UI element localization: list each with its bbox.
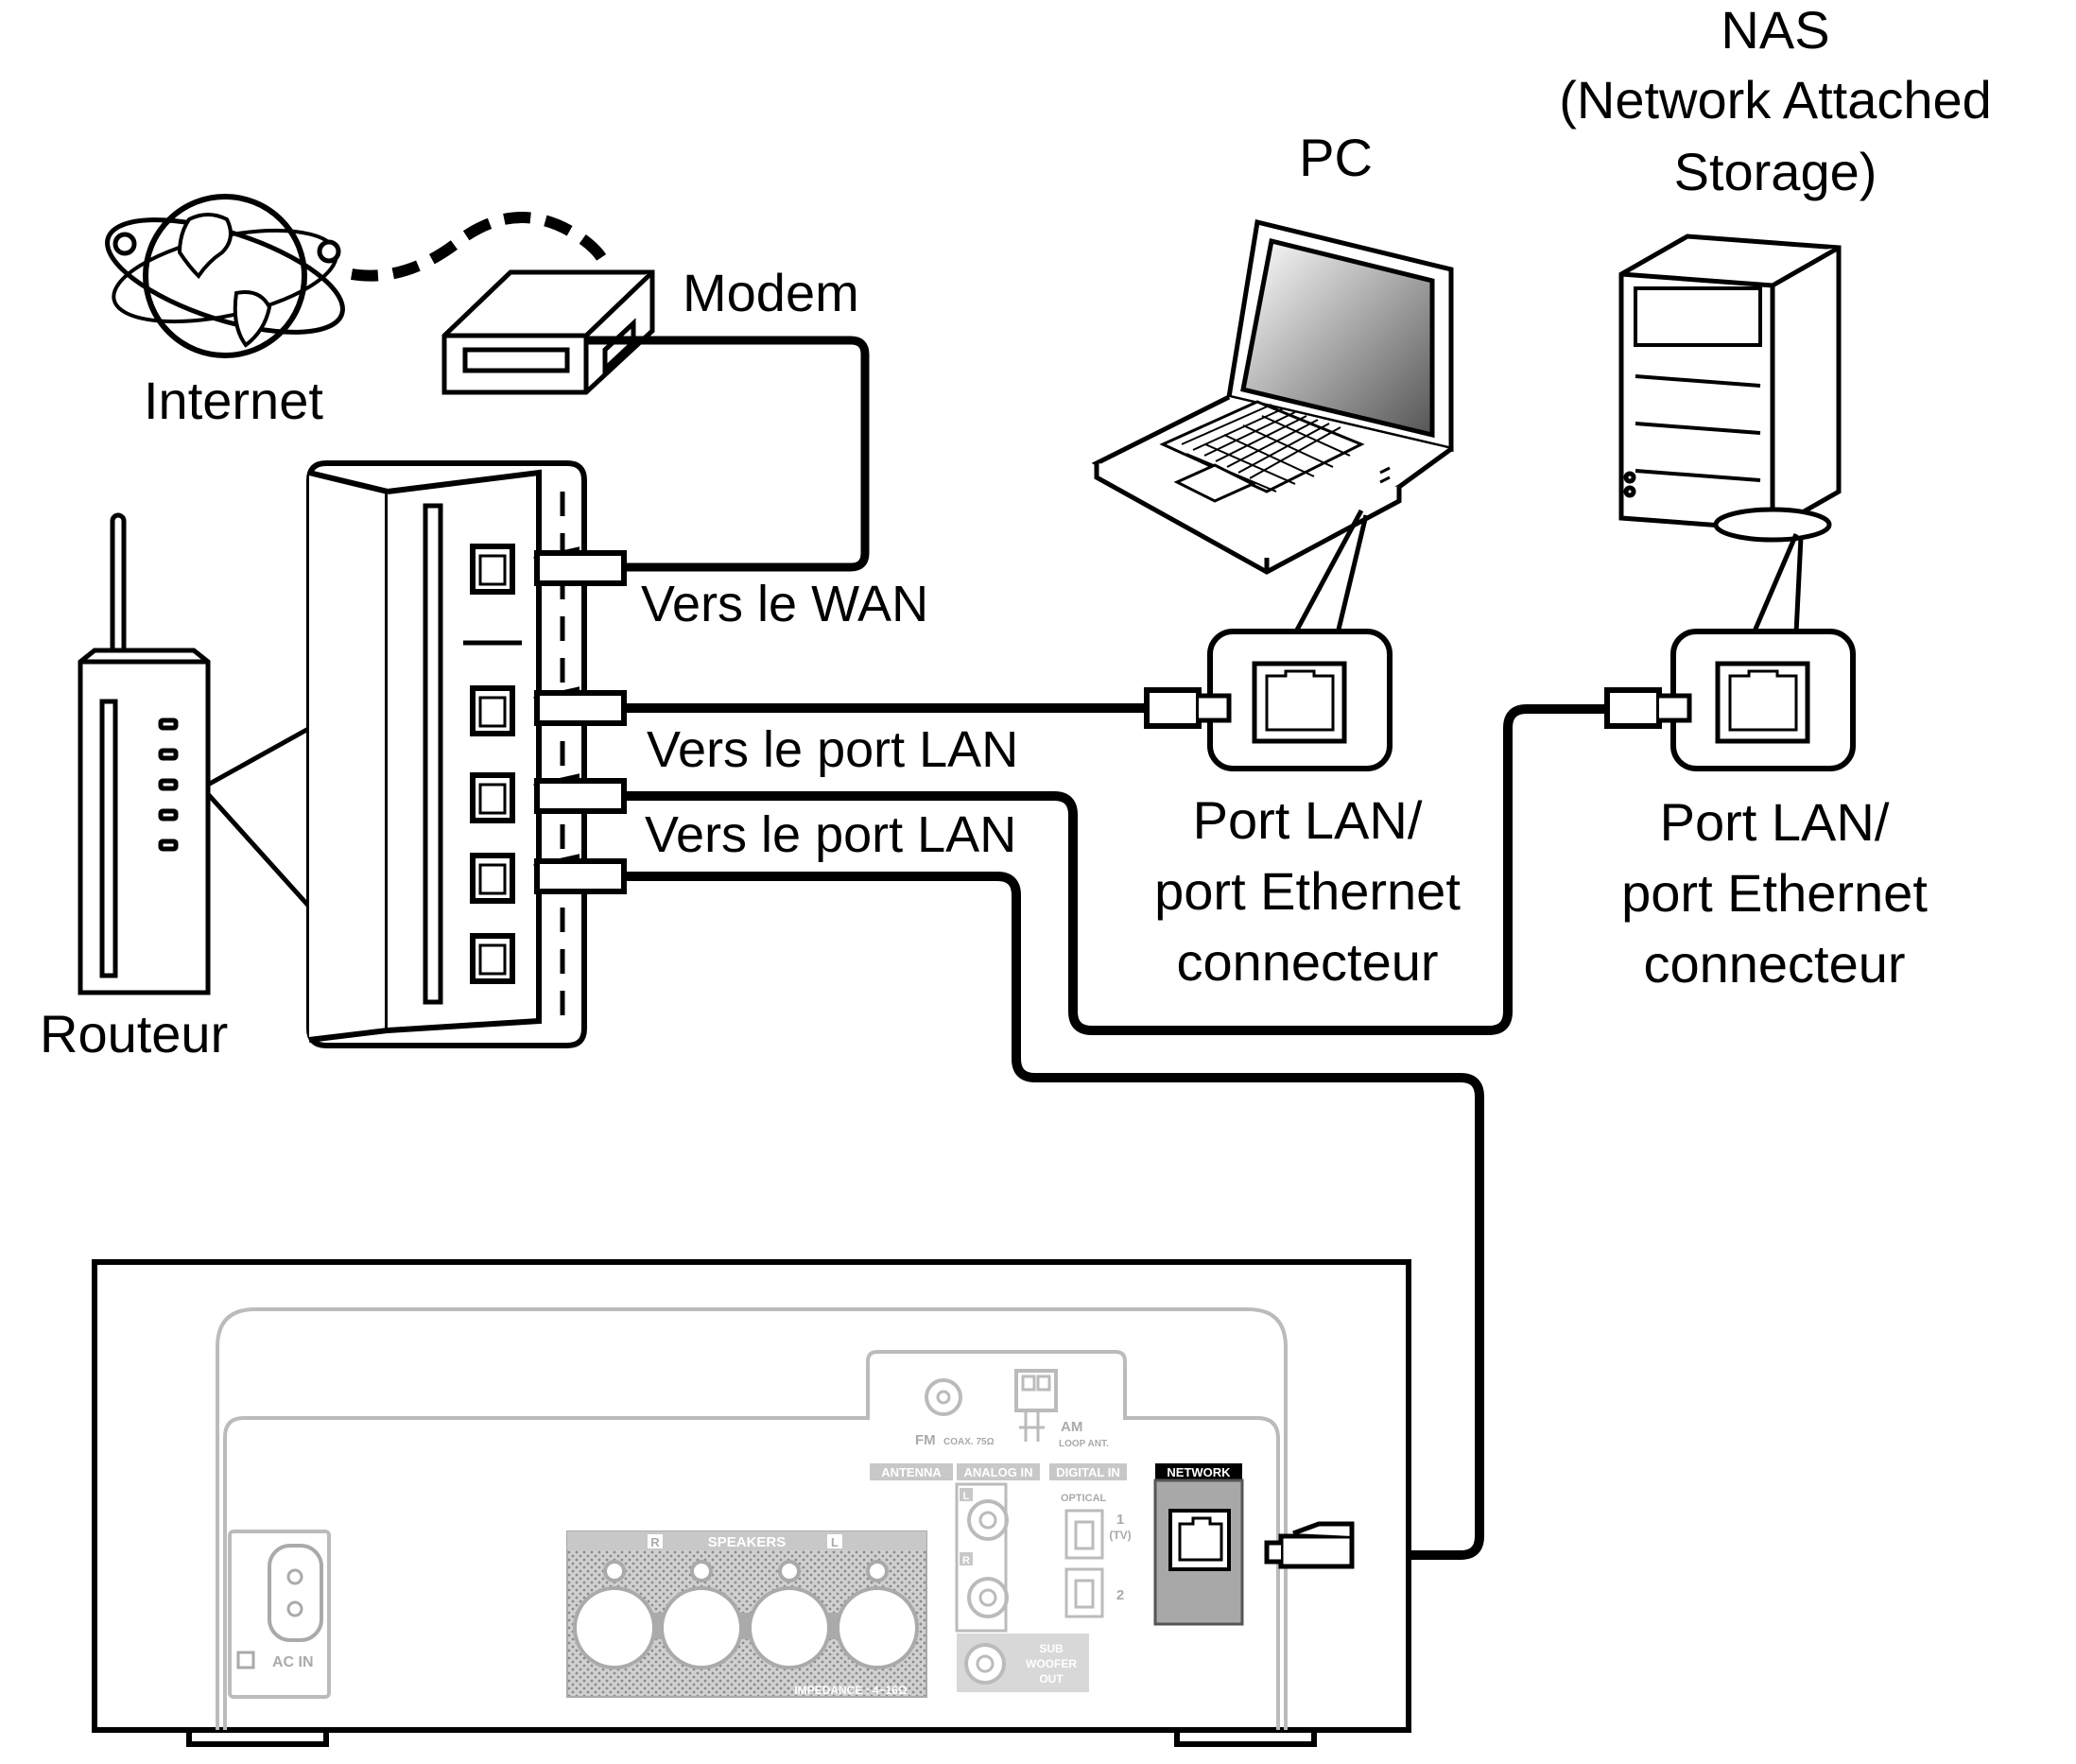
router-label: Routeur xyxy=(40,1004,229,1064)
lan-cables xyxy=(624,703,1612,1560)
router-port-lan2 xyxy=(470,772,515,823)
router-plug-lan2 xyxy=(533,773,627,814)
am-sub-label: LOOP ANT. xyxy=(1059,1439,1109,1449)
modem-icon xyxy=(441,269,655,395)
router-port-lan3 xyxy=(470,853,515,904)
analog-in-label: ANALOG IN xyxy=(964,1465,1033,1479)
nas-port-label-line3: connecteur xyxy=(1643,934,1906,994)
cable-router-nas xyxy=(624,704,1612,1035)
fm-sub-label: COAX. 75Ω xyxy=(943,1437,995,1447)
optical-2-label: 2 xyxy=(1116,1587,1124,1603)
router-plug-lan1 xyxy=(533,686,627,726)
pc-label: PC xyxy=(1299,128,1373,187)
impedance-label: IMPEDANCE : 4~16Ω xyxy=(794,1684,908,1697)
analog-r-label: R xyxy=(962,1555,970,1566)
nas-label-line3: Storage) xyxy=(1673,142,1877,201)
modem-wan-cable xyxy=(586,336,870,572)
analog-l-label: L xyxy=(963,1491,970,1502)
cable-router-device xyxy=(624,872,1484,1560)
device-network-plug xyxy=(1264,1521,1355,1569)
router-port-lan4 xyxy=(470,933,515,984)
router-port-lan1 xyxy=(470,685,515,736)
to-wan-label: Vers le WAN xyxy=(641,576,929,632)
nas-label-line1: NAS xyxy=(1721,0,1830,60)
internet-globe-icon xyxy=(105,194,345,358)
pc-port-label-line1: Port LAN/ xyxy=(1192,790,1423,850)
speakers-l-label: L xyxy=(831,1535,839,1549)
pc-port-label-line3: connecteur xyxy=(1176,932,1439,992)
fm-label: FM xyxy=(915,1432,936,1448)
digital-in-label: DIGITAL IN xyxy=(1056,1465,1119,1479)
optical-1-sub-label: (TV) xyxy=(1109,1529,1131,1542)
sub-woofer-label-2: WOOFER xyxy=(1026,1657,1077,1670)
network-label: NETWORK xyxy=(1167,1465,1231,1479)
am-label: AM xyxy=(1061,1419,1082,1435)
modem-label: Modem xyxy=(683,263,859,322)
optical-1-label: 1 xyxy=(1116,1512,1124,1528)
speakers-label: SPEAKERS xyxy=(708,1534,787,1550)
router-zoom-panel xyxy=(306,460,627,1048)
router-icon xyxy=(78,512,312,995)
sub-woofer-label-1: SUB xyxy=(1039,1642,1064,1655)
antenna-label: ANTENNA xyxy=(881,1465,942,1479)
sub-woofer-label-3: OUT xyxy=(1039,1672,1064,1686)
nas-lan-port-callout xyxy=(1604,629,1856,771)
ac-in-label: AC IN xyxy=(272,1654,314,1670)
to-lan-label-2: Vers le port LAN xyxy=(645,806,1017,863)
device-rear-panel: AC IN SPEAKERS R L IMPEDANCE : 4~16Ω FM … xyxy=(92,1259,1411,1747)
speaker-terminals xyxy=(573,1560,919,1669)
internet-label: Internet xyxy=(144,371,323,430)
router-plug-wan xyxy=(533,546,627,586)
ac-inlet xyxy=(228,1530,331,1699)
nas-port-label-line1: Port LAN/ xyxy=(1659,792,1890,852)
router-port-wan xyxy=(470,544,515,595)
speakers-r-label: R xyxy=(650,1535,660,1549)
pc-port-label-line2: port Ethernet xyxy=(1154,861,1461,921)
optical-label: OPTICAL xyxy=(1061,1493,1107,1504)
internet-modem-dashed-link xyxy=(351,212,613,282)
nas-port-label-line2: port Ethernet xyxy=(1621,863,1928,923)
to-lan-label-1: Vers le port LAN xyxy=(647,721,1019,778)
nas-label-line2: (Network Attached xyxy=(1559,70,1992,130)
nas-tower-icon xyxy=(1618,233,1842,634)
router-plug-lan3 xyxy=(533,854,627,894)
pc-lan-port-callout xyxy=(1144,629,1393,771)
pc-laptop-icon xyxy=(1091,218,1454,635)
